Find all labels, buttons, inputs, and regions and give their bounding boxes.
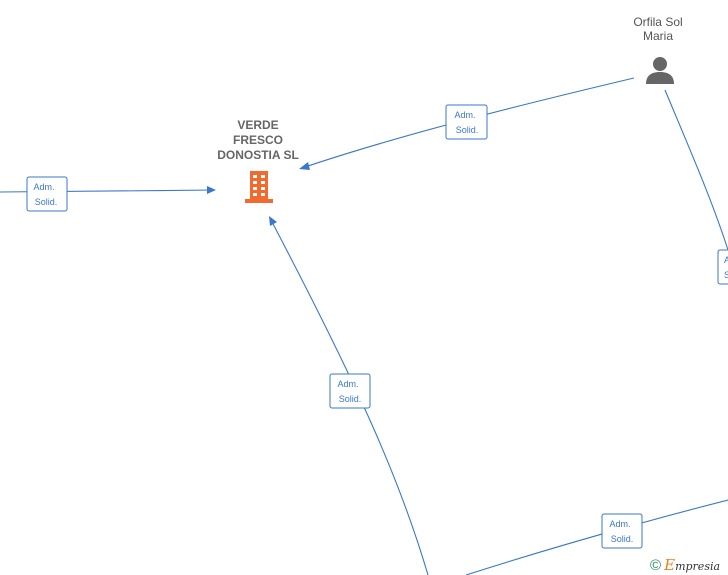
edge-person-to-right <box>664 89 728 251</box>
edge-label-middle: Adm. Solid. <box>329 373 371 409</box>
company-name-line: DONOSTIA SL <box>217 148 299 162</box>
copyright-footer: © Empresia <box>650 556 720 574</box>
person-node-label[interactable]: Orfila Sol Maria <box>608 15 708 43</box>
building-icon[interactable] <box>243 169 275 205</box>
edge-label-top: Adm. Solid. <box>445 104 488 140</box>
brand-initial: E <box>664 556 676 574</box>
arrowhead <box>269 216 277 226</box>
edge-bottom-to-company <box>270 219 429 575</box>
edge-label-bottom-right: Adm. Solid. <box>601 513 643 549</box>
person-icon[interactable] <box>645 55 675 85</box>
edge-label-line: S <box>724 270 728 280</box>
edge-label-line: Adm. <box>337 379 358 389</box>
arrowhead <box>207 186 216 194</box>
edge-label-line: Solid. <box>611 534 634 544</box>
person-name-line: Maria <box>642 29 673 43</box>
copyright-icon: © <box>650 557 662 574</box>
edge-label-line: Solid. <box>339 394 362 404</box>
brand-name: mpresia <box>675 560 721 573</box>
edge-left-to-company <box>0 189 215 193</box>
edge-label-line: Solid. <box>35 197 58 207</box>
edge-label-line: Adm. <box>454 110 475 120</box>
person-name-line: Orfila Sol <box>633 15 683 29</box>
edge-label-line: Adm. <box>609 519 630 529</box>
edge-label-right-partial: A S <box>717 249 728 285</box>
company-node-label[interactable]: VERDE FRESCO DONOSTIA SL <box>199 118 317 163</box>
edge-label-line: A <box>724 255 728 265</box>
edge-label-line: Adm. <box>33 182 54 192</box>
edge-label-line: Solid. <box>456 125 479 135</box>
company-name-line: FRESCO <box>232 133 283 147</box>
company-name-line: VERDE <box>237 118 279 132</box>
arrowhead <box>299 162 310 170</box>
edge-label-left: Adm. Solid. <box>26 176 68 212</box>
